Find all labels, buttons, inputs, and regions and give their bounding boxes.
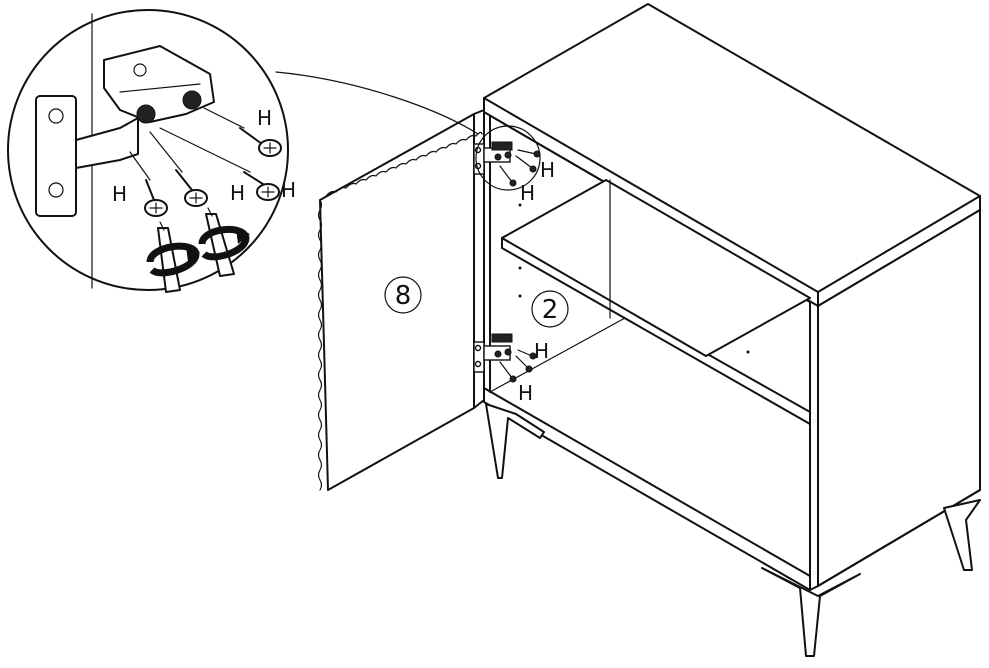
screw-label: H: [230, 181, 245, 205]
detail-marker-circle: [475, 125, 541, 191]
clockwise-rotation-arrow-icon: [198, 225, 250, 261]
screw-icon: [144, 179, 168, 217]
screw-label: H: [112, 182, 127, 206]
shelf-part-number: 2: [531, 290, 569, 328]
screw-icon: [243, 171, 280, 201]
screw-icon: [175, 169, 208, 207]
hinge-icon: [473, 333, 513, 373]
door-part-number: 8: [384, 276, 422, 314]
screw-label: H: [518, 381, 533, 405]
hinge-detail-zoom: [7, 9, 289, 291]
svg-text:8: 8: [395, 281, 412, 311]
detail-leader-line: [275, 71, 479, 135]
screw-label: H: [540, 158, 555, 182]
cabinet-body: [483, 3, 981, 591]
screw-icon: [499, 149, 541, 383]
screw-label: H: [257, 106, 272, 130]
screw-label: H: [281, 178, 296, 202]
svg-text:2: 2: [542, 295, 559, 325]
door-panel: [317, 109, 485, 491]
screw-label: H: [520, 181, 535, 205]
screw-icon: [239, 127, 282, 157]
clockwise-rotation-arrow-icon: [146, 242, 200, 277]
cabinet-legs: [485, 403, 981, 657]
screw-label: H: [534, 339, 549, 363]
hinge-icon: [473, 141, 513, 175]
